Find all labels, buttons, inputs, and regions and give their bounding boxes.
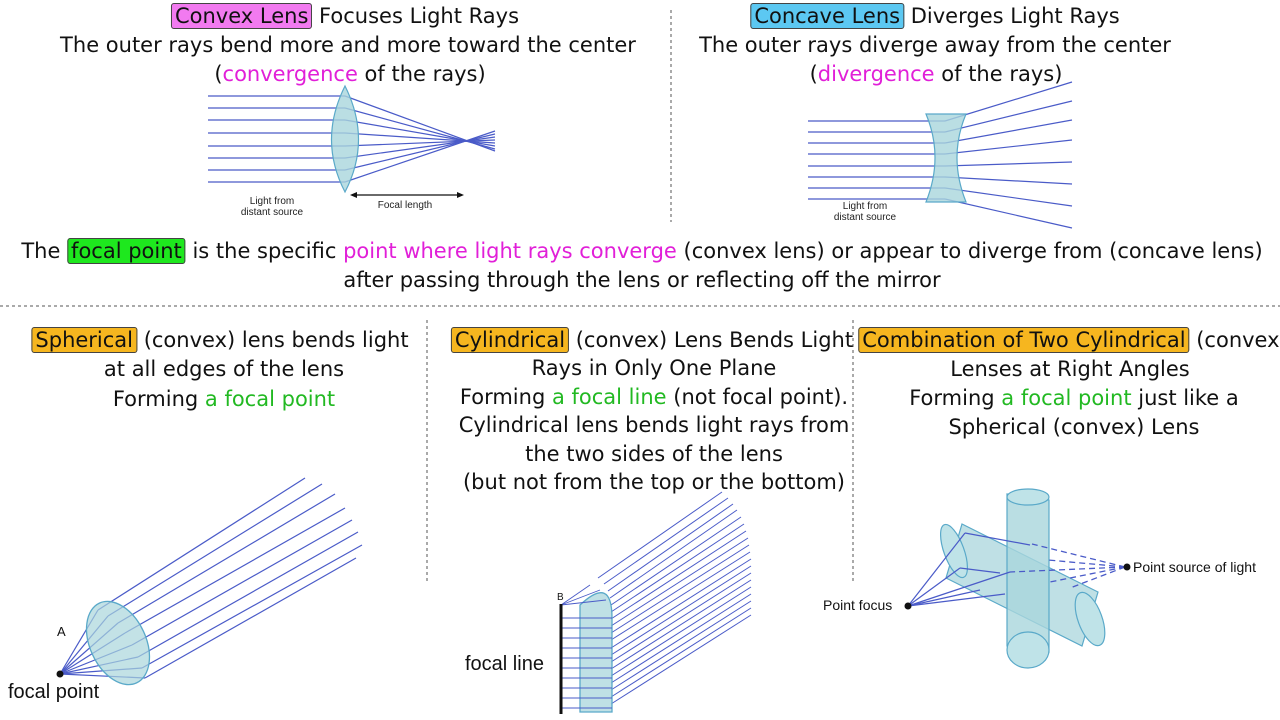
definition-line1: The focal point is the specific point wh… (21, 238, 1263, 264)
spherical-tag: Spherical (31, 327, 138, 353)
point-source-dot (1123, 563, 1131, 571)
spherical-line3: Forming a focal point (112, 387, 336, 411)
convex-lens-tag: Convex Lens (170, 3, 313, 29)
convergence-word: convergence (222, 62, 358, 86)
point-a-label: A (57, 624, 66, 639)
focal-line-label: focal line (465, 653, 544, 675)
point-focus-dot (904, 602, 912, 610)
spherical-line2: at all edges of the lens (103, 357, 345, 381)
spherical-title: Spherical (convex) lens bends light (31, 326, 409, 354)
combination-focal-point: a focal point (1001, 386, 1132, 410)
cylindrical-line5: the two sides of the lens (525, 442, 783, 466)
combination-line4: Spherical (convex) Lens (948, 415, 1200, 439)
focal-length-label: Focal length (377, 200, 433, 211)
point-focus-label: Point focus (823, 597, 893, 613)
concave-title: Concave Lens Diverges Light Rays (750, 2, 1120, 30)
converge-highlight: point where light rays converge (343, 239, 677, 263)
focal-point-label: focal point (8, 681, 100, 703)
convex-title: Convex Lens Focuses Light Rays (170, 2, 519, 30)
cylindrical-line2: Rays in Only One Plane (531, 356, 777, 380)
combination-line2: Lenses at Right Angles (950, 357, 1190, 381)
point-source-label: Point source of light (1133, 559, 1256, 575)
concave-line2: The outer rays diverge away from the cen… (699, 33, 1171, 57)
cylindrical-line4: Cylindrical lens bends light rays from (458, 413, 850, 437)
cylindrical-title: Cylindrical (convex) Lens Bends Light (450, 326, 853, 354)
convex-line3: (convergence of the rays) (214, 62, 486, 86)
combination-tag: Combination of Two Cylindrical (858, 327, 1190, 353)
spherical-lens-shape (85, 600, 151, 686)
convex-line2: The outer rays bend more and more toward… (60, 33, 636, 57)
focal-point-tag: focal point (67, 238, 186, 264)
cylindrical-focal-line: a focal line (551, 385, 667, 409)
point-b-label: B (557, 592, 564, 603)
convex-lens-shape (331, 84, 359, 194)
concave-lens-shape (925, 113, 967, 203)
cylindrical-tag: Cylindrical (450, 327, 570, 353)
definition-line2: after passing through the lens or reflec… (343, 268, 941, 292)
concave-line3: (divergence of the rays) (809, 62, 1063, 86)
cylindrical-line3: Forming a focal line (not focal point). (459, 385, 849, 409)
focal-point-dot (56, 670, 64, 678)
divergence-word: divergence (817, 62, 935, 86)
spherical-focal-point: a focal point (204, 387, 336, 411)
combination-title: Combination of Two Cylindrical (convex) (858, 326, 1280, 354)
cylindrical-line6: (but not from the top or the bottom) (462, 470, 846, 494)
combination-line3: Forming a focal point just like a (909, 386, 1239, 410)
cylindrical-lens-shape (579, 592, 613, 713)
concave-lens-tag: Concave Lens (750, 3, 905, 29)
